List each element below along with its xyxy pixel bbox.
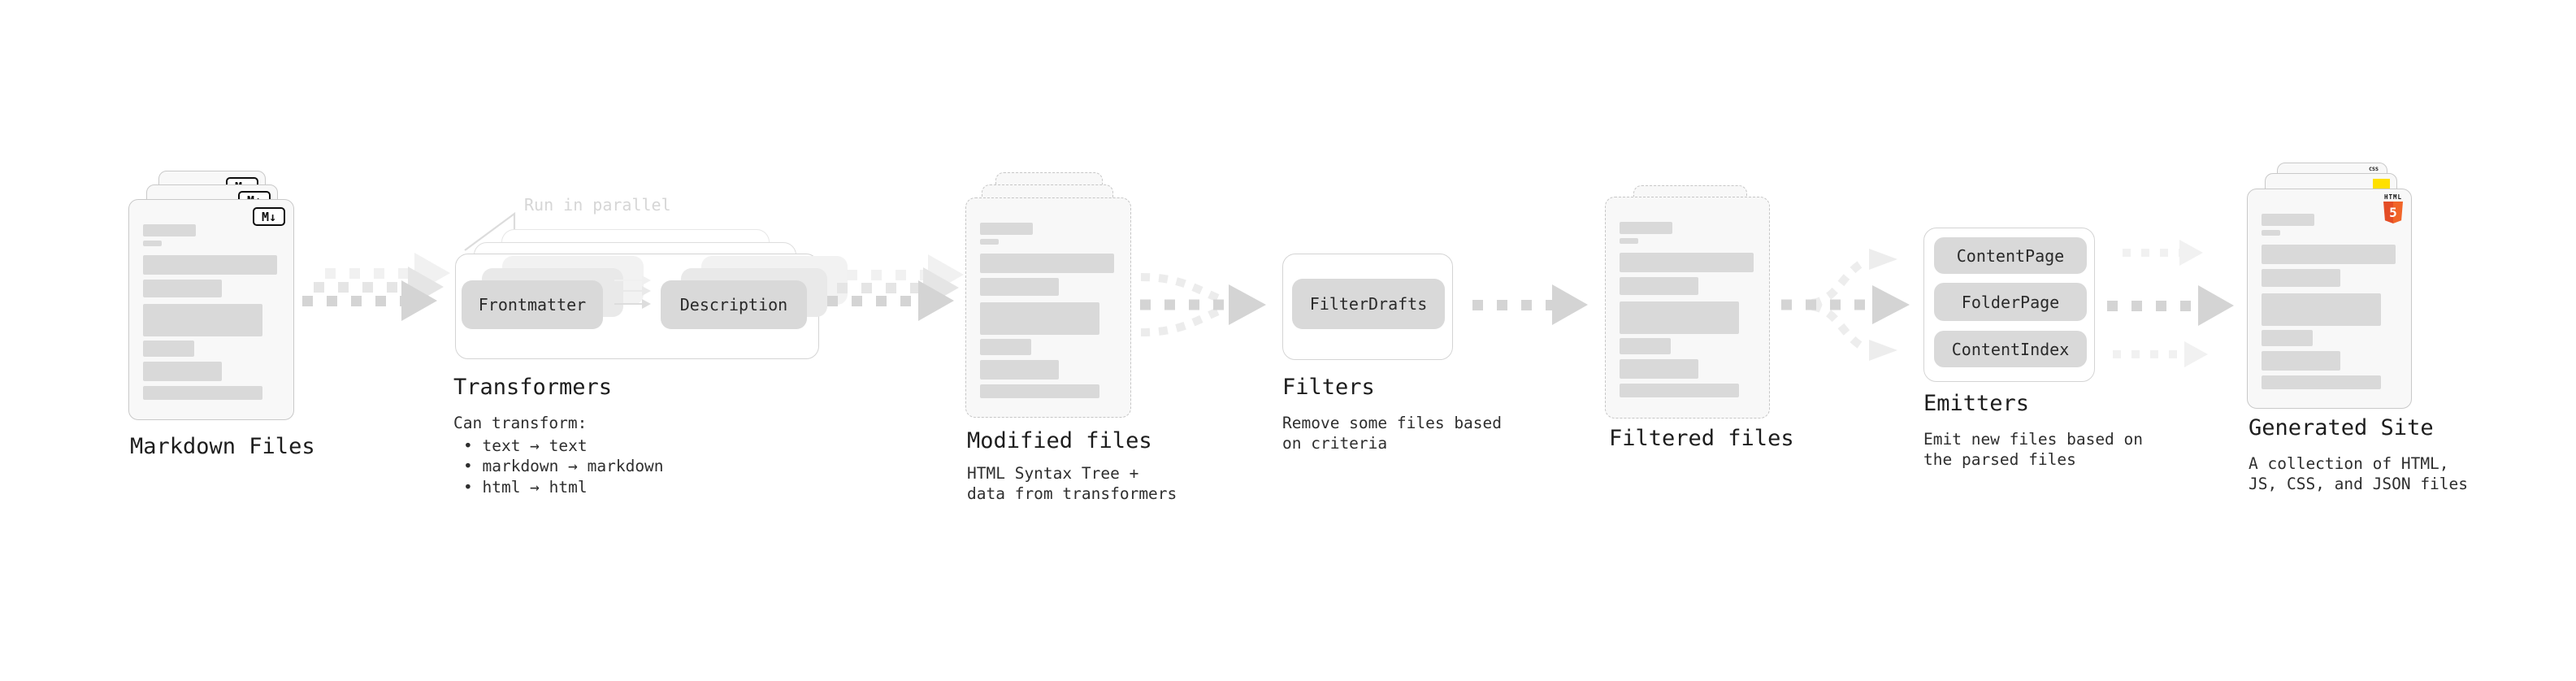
js-file-icon xyxy=(2373,179,2390,189)
markdown-files-stack: M↓ M↓ M↓ xyxy=(128,171,294,423)
emitters-label: Emitters xyxy=(1923,391,2030,416)
document-content-line xyxy=(980,278,1059,296)
document-content-line xyxy=(2262,269,2340,287)
bullet-line: • markdown → markdown xyxy=(463,457,664,476)
markdown-file-card-front: M↓ xyxy=(128,199,294,420)
arrow-emitters-bottom xyxy=(2113,340,2220,368)
document-content-line xyxy=(143,255,277,275)
bullet-line: • text → text xyxy=(463,436,588,455)
html5-shield: 5 xyxy=(2383,202,2403,223)
document-content-line xyxy=(143,280,222,297)
document-content-line xyxy=(2262,330,2313,346)
parallel-arrow-icon xyxy=(614,286,651,296)
transformers-desc-title: Can transform: xyxy=(453,414,588,432)
note-leader-line xyxy=(464,211,516,251)
html5-word: HTML xyxy=(2383,193,2403,201)
arrow-transformers-to-modified xyxy=(827,254,969,344)
emitters-panel: ContentPage FolderPage ContentIndex xyxy=(1923,228,2095,382)
desc-line: JS, CSS, and JSON files xyxy=(2249,475,2469,494)
description-pill: Description xyxy=(661,280,807,329)
modified-files-label: Modified files xyxy=(967,428,1152,453)
document-content-line xyxy=(143,224,196,236)
markdown-files-label: Markdown Files xyxy=(130,434,315,459)
parallel-arrow-icon xyxy=(614,275,651,285)
html5-number: 5 xyxy=(2389,204,2397,220)
desc-line: Remove some files based xyxy=(1282,414,1503,432)
document-content-line xyxy=(980,302,1099,335)
document-content-line xyxy=(2262,245,2396,264)
arrow-emitters-top xyxy=(2123,239,2212,267)
transformers-label: Transformers xyxy=(453,375,613,400)
arrow-main xyxy=(2107,284,2234,327)
desc-line: Emit new files based on xyxy=(1923,430,2144,449)
document-content-line xyxy=(980,254,1114,273)
site-file-card-html: HTML 5 xyxy=(2247,189,2412,409)
markdown-icon: M↓ xyxy=(253,207,285,226)
arrow-light xyxy=(2113,333,2208,375)
document-content-line xyxy=(980,360,1059,380)
transformers-bullets: • text → text • markdown → markdown • ht… xyxy=(463,436,664,497)
document-content-line xyxy=(2262,230,2280,236)
arrow-emitters-middle xyxy=(2107,284,2237,327)
transformers-stack: Run in parallel Frontmatter Description xyxy=(455,195,848,366)
document-content-line xyxy=(1620,253,1754,272)
filters-desc: Remove some files based on criteria xyxy=(1282,413,1502,454)
filters-panel: FilterDrafts xyxy=(1282,254,1453,360)
document-content-line xyxy=(143,362,222,381)
contentpage-pill: ContentPage xyxy=(1934,237,2087,274)
filters-label: Filters xyxy=(1282,375,1375,400)
run-in-parallel-note: Run in parallel xyxy=(524,195,671,215)
document-content-line xyxy=(2262,351,2340,371)
document-content-line xyxy=(1620,384,1739,397)
desc-line: the parsed files xyxy=(1923,450,2076,470)
arrow-main xyxy=(1472,284,1588,326)
css-label: CSS xyxy=(2369,166,2379,172)
document-content-line xyxy=(143,340,194,357)
arrow-light xyxy=(2123,232,2203,274)
html5-icon: HTML 5 xyxy=(2382,193,2405,223)
document-content-line xyxy=(1620,338,1671,354)
document-content-line xyxy=(2262,293,2381,326)
modified-files-stack xyxy=(965,172,1131,420)
modified-files-desc: HTML Syntax Tree + data from transformer… xyxy=(967,463,1177,505)
document-content-line xyxy=(980,384,1099,398)
arrow-markdown-to-transformers xyxy=(302,253,450,344)
document-content-line xyxy=(2262,214,2314,226)
desc-line: on criteria xyxy=(1282,434,1388,453)
bullet-line: • html → html xyxy=(463,477,588,497)
document-content-line xyxy=(1620,301,1739,334)
folderpage-pill: FolderPage xyxy=(1934,283,2087,321)
document-content-line xyxy=(143,304,262,336)
document-content-line xyxy=(980,339,1031,355)
document-content-line xyxy=(2262,375,2381,389)
emitters-desc: Emit new files based on the parsed files xyxy=(1923,429,2143,471)
generated-site-label: Generated Site xyxy=(2249,415,2434,440)
desc-line: HTML Syntax Tree + xyxy=(967,464,1139,483)
arrow-filtered-to-emitters xyxy=(1781,249,1910,361)
document-content-line xyxy=(1620,359,1698,379)
filtered-file-card-front xyxy=(1605,197,1770,419)
arrow-modified-to-filters xyxy=(1140,273,1266,336)
document-content-line xyxy=(1620,238,1638,244)
document-content-line xyxy=(143,241,162,246)
document-content-line xyxy=(980,223,1033,235)
arrow-filters-to-filtered xyxy=(1472,284,1591,326)
document-content-line xyxy=(143,386,262,400)
modified-file-card-front xyxy=(965,197,1131,418)
filtered-files-label: Filtered files xyxy=(1609,426,1794,451)
document-content-line xyxy=(1620,277,1698,295)
frontmatter-pill: Frontmatter xyxy=(462,280,603,329)
filtered-files-stack xyxy=(1605,185,1771,421)
desc-line: data from transformers xyxy=(967,484,1177,504)
desc-line: A collection of HTML, xyxy=(2249,454,2449,473)
filterdrafts-pill: FilterDrafts xyxy=(1292,279,1445,329)
document-content-line xyxy=(980,239,999,245)
contentindex-pill: ContentIndex xyxy=(1934,331,2087,367)
arrow-main xyxy=(827,280,954,322)
generated-site-stack: CSS HTML 5 xyxy=(2247,163,2413,410)
arrow-main xyxy=(302,280,437,322)
generated-site-desc: A collection of HTML, JS, CSS, and JSON … xyxy=(2249,453,2468,495)
parallel-arrow-icon xyxy=(614,299,651,309)
document-content-line xyxy=(1620,222,1672,234)
